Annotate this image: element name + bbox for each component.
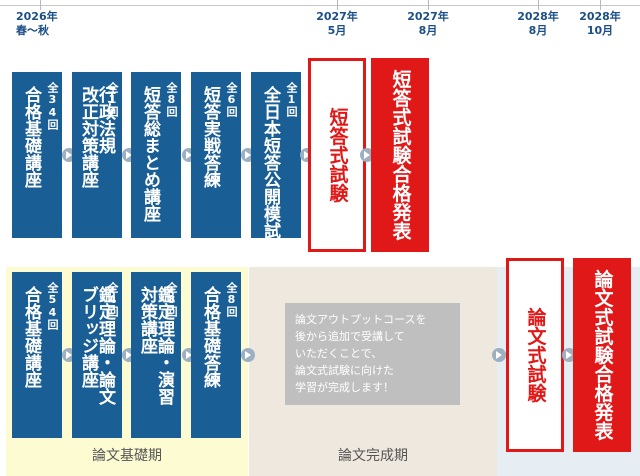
course-block-mock-exam: 全1回 全日本短答公開模試 — [251, 72, 301, 239]
course-block-basic-54: 全54回 合格基礎講座 — [12, 272, 62, 438]
course-block-bridge: 全4回 鑑定理論・論文ブリッジ講座 — [72, 272, 122, 438]
arrow-right-icon — [492, 348, 506, 362]
arrow-right-icon — [360, 148, 374, 162]
course-block-short-summary: 全8回 短答総まとめ講座 — [131, 72, 181, 238]
course-block-basic-drill: 全8回 合格基礎答練 — [191, 272, 241, 438]
timeline-tick — [40, 0, 41, 10]
course-name: 短答実戦答練 — [200, 86, 220, 188]
course-name: 鑑定理論・論文ブリッジ講座 — [78, 286, 115, 405]
timeline-label-2026: 2026年春〜秋 — [16, 10, 58, 37]
course-block-short-practice: 全6回 短答実戦答練 — [191, 72, 241, 238]
course-block-basic-34: 全34回 合格基礎講座 — [12, 72, 62, 238]
course-count: 全4回 — [106, 282, 119, 317]
course-name: 合格基礎講座 — [21, 286, 41, 388]
exam-label: 論文式試験 — [524, 307, 547, 403]
essay-exam: 論文式試験 — [506, 258, 564, 452]
essay-result: 論文式試験合格発表 — [573, 258, 631, 452]
course-name: 短答総まとめ講座 — [140, 86, 160, 222]
arrow-right-icon — [241, 348, 255, 362]
course-name: 合格基礎講座 — [21, 86, 41, 188]
course-count: 全8回 — [165, 282, 178, 317]
course-count: 全6回 — [225, 82, 238, 117]
course-count: 全8回 — [165, 82, 178, 117]
short-answer-exam: 短答式試験 — [308, 58, 366, 252]
phase-basic-label: 論文基礎期 — [92, 448, 162, 464]
course-count: 全1回 — [285, 82, 298, 117]
arrow-right-icon — [562, 348, 576, 362]
result-label: 短答式試験合格発表 — [389, 69, 412, 241]
output-course-note: 論文アウトプットコースを 後から追加で受講して いただくことで、 論文式試験に向… — [285, 303, 460, 405]
course-count: 全1回 — [106, 82, 119, 117]
timeline-tick — [538, 0, 539, 10]
course-block-practice: 全8回 鑑定理論・演習対策講座 — [131, 272, 181, 438]
course-count: 全8回 — [225, 282, 238, 317]
course-count: 全54回 — [46, 282, 59, 330]
timeline-tick — [337, 0, 338, 10]
phase-complete-label: 論文完成期 — [338, 448, 408, 464]
result-label: 論文式試験合格発表 — [591, 269, 614, 441]
course-block-law-revision: 全1回 行政法規改正対策講座 — [72, 72, 122, 238]
course-name: 全日本短答公開模試 — [260, 86, 280, 239]
exam-label: 短答式試験 — [326, 107, 349, 203]
short-answer-result: 短答式試験合格発表 — [371, 58, 429, 252]
course-name: 合格基礎答練 — [200, 286, 220, 388]
timeline-tick — [600, 0, 601, 10]
course-name: 鑑定理論・演習対策講座 — [137, 286, 174, 405]
course-name: 行政法規改正対策講座 — [78, 86, 115, 188]
timeline-tick — [428, 0, 429, 10]
course-count: 全34回 — [46, 82, 59, 130]
timeline-line — [0, 5, 640, 6]
